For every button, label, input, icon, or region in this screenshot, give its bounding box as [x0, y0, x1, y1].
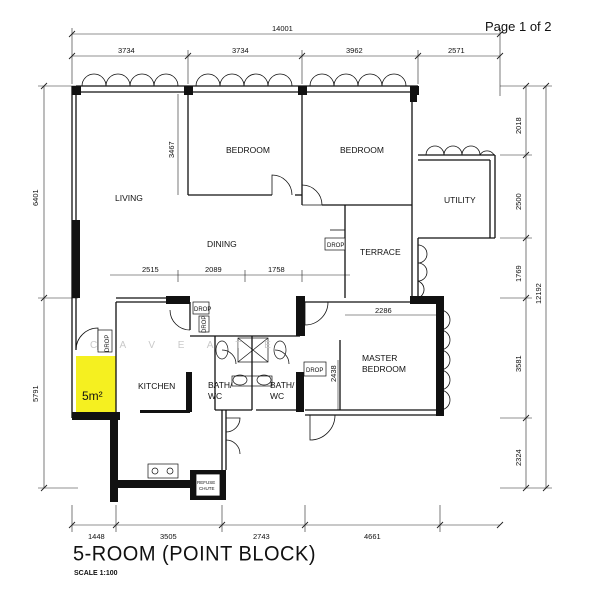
- drop-boxes: [97, 237, 346, 377]
- highlighted-area: [76, 356, 116, 413]
- dim-left-lower: 5791: [31, 385, 40, 402]
- dim-bedroom-depth: 3467: [167, 141, 176, 158]
- dim-master-width: 2286: [375, 306, 392, 315]
- watermark: C A V E A T E: [90, 340, 281, 351]
- bath-1-label-line2: WC: [208, 391, 222, 401]
- dim-overall-top: 14001: [272, 24, 293, 33]
- dim-right-5: 2324: [514, 449, 523, 466]
- dim-left-upper: 6401: [31, 189, 40, 206]
- bath-1-label-line1: BATH/: [208, 380, 233, 390]
- kitchen-drop-label-b: DROP: [202, 316, 208, 333]
- dim-inner-1: 2515: [142, 265, 159, 274]
- dim-right-2: 2500: [514, 193, 523, 210]
- dining-label: DINING: [207, 239, 237, 249]
- refuse-chute-label-line2: CHUTE: [199, 486, 215, 491]
- dim-bottom-4: 4661: [364, 532, 381, 541]
- dimension-ticks: [40, 30, 550, 529]
- thin-walls: [71, 85, 496, 470]
- utility-label: UTILITY: [444, 195, 476, 205]
- bath-2-label-line2: WC: [270, 391, 284, 401]
- bath-drop-label: DROP: [306, 368, 323, 374]
- windows: [81, 73, 495, 411]
- page-indicator: Page 1 of 2: [485, 19, 552, 34]
- kitchen-label: KITCHEN: [138, 381, 175, 391]
- dim-right-overall: 12192: [534, 283, 543, 304]
- dim-bottom-3: 2743: [253, 532, 270, 541]
- store-drop-label: DROP: [105, 335, 111, 352]
- kitchen-drop-label-a: DROP: [194, 307, 211, 313]
- refuse-chute-label-line1: REFUSE: [197, 480, 215, 485]
- dim-top-4: 2571: [448, 46, 465, 55]
- bath-fixtures: [147, 337, 287, 479]
- doors: [75, 174, 345, 455]
- dim-bottom-2: 3505: [160, 532, 177, 541]
- plan-title: 5-ROOM (POINT BLOCK): [73, 542, 316, 566]
- dim-bottom-1: 1448: [88, 532, 105, 541]
- highlighted-area-label: 5m²: [82, 389, 103, 403]
- refuse-chute-box: [195, 473, 221, 497]
- dim-master-depth: 2438: [329, 365, 338, 382]
- master-bedroom-label-line2: BEDROOM: [362, 364, 406, 374]
- dim-right-1: 2018: [514, 117, 523, 134]
- dim-right-4: 3581: [514, 355, 523, 372]
- dim-top-2: 3734: [232, 46, 249, 55]
- master-bedroom-label-line1: MASTER: [362, 353, 397, 363]
- scale-label: SCALE 1:100: [74, 570, 118, 577]
- dining-drop-label: DROP: [327, 243, 344, 249]
- dim-top-1: 3734: [118, 46, 135, 55]
- bath-2-label-line1: BATH/: [270, 380, 295, 390]
- dim-inner-2: 2089: [205, 265, 222, 274]
- dim-top-3: 3962: [346, 46, 363, 55]
- living-label: LIVING: [115, 193, 143, 203]
- bedroom-2-label: BEDROOM: [340, 145, 384, 155]
- bedroom-1-label: BEDROOM: [226, 145, 270, 155]
- terrace-label: TERRACE: [360, 247, 401, 257]
- dim-right-3: 1769: [514, 265, 523, 282]
- dim-inner-3: 1758: [268, 265, 285, 274]
